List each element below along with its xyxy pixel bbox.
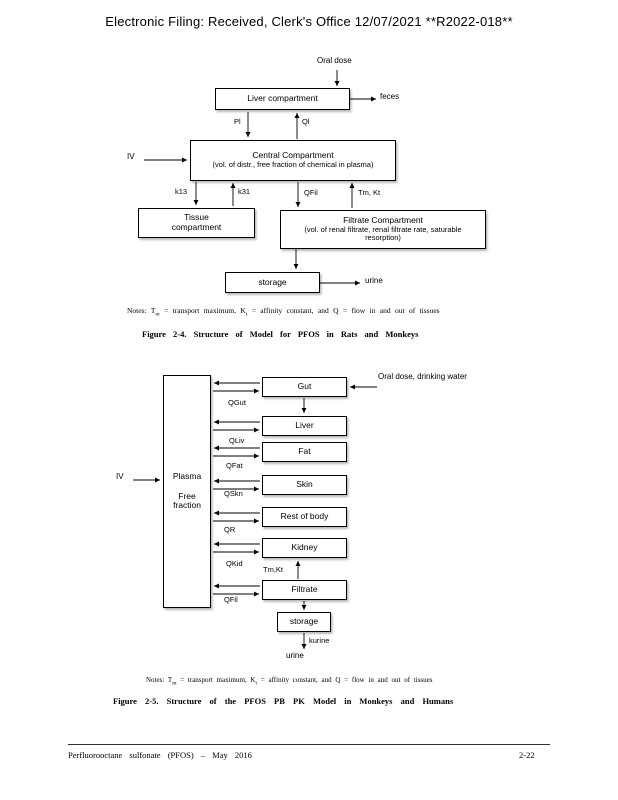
qr-label: QR <box>224 525 236 534</box>
urine-label-2: urine <box>286 651 304 660</box>
liver-compartment-box: Liver compartment <box>215 88 350 110</box>
skin-box: Skin <box>262 475 347 495</box>
footer-document-title: Perfluorooctane sulfonate (PFOS) – May 2… <box>68 750 252 760</box>
rest-of-body-box: Rest of body <box>262 507 347 527</box>
tissue-compartment-box: Tissue compartment <box>138 208 255 238</box>
qkid-label: QKid <box>226 559 243 568</box>
filing-header: Electronic Filing: Received, Clerk's Off… <box>105 14 513 29</box>
filtrate-compartment-box: Filtrate Compartment (vol. of renal filt… <box>280 210 486 249</box>
k31-label: k31 <box>238 187 251 196</box>
tmkt-label-1: Tm, Kt <box>358 188 381 197</box>
gut-box: Gut <box>262 377 347 397</box>
oral-dose-label: Oral dose <box>317 56 352 65</box>
urine-label-1: urine <box>365 276 383 285</box>
filtrate-compartment-title: Filtrate Compartment <box>343 214 423 225</box>
iv-label-1: IV <box>127 152 135 161</box>
storage-box-2: storage <box>277 612 331 632</box>
qfil-label-2: QFil <box>224 595 238 604</box>
qfat-label: QFat <box>226 461 243 470</box>
figure-2-5-caption: Figure 2-5. Structure of the PFOS PB PK … <box>113 696 454 706</box>
footer-rule <box>68 744 550 745</box>
kurine-label: kurine <box>309 636 330 645</box>
liver-box-2: Liver <box>262 416 347 436</box>
plasma-box: Plasma Free fraction <box>163 375 211 608</box>
qskn-label: QSkn <box>224 489 243 498</box>
storage-box-1: storage <box>225 272 320 293</box>
feces-label: feces <box>380 92 400 101</box>
filtrate-box-2: Filtrate <box>262 580 347 600</box>
qgut-label: QGut <box>228 398 246 407</box>
ql-label: Ql <box>302 117 310 126</box>
tmkt-label-2: Tm,Kt <box>263 565 283 574</box>
fat-box: Fat <box>262 442 347 462</box>
iv-label-2: IV <box>116 472 124 481</box>
central-compartment-subtitle: (vol. of distr., free fraction of chemic… <box>212 160 374 170</box>
figure-2-4-caption: Figure 2-4. Structure of Model for PFOS … <box>142 329 419 339</box>
qliv-label: QLiv <box>229 436 245 445</box>
central-compartment-title: Central Compartment <box>252 150 334 161</box>
figure-2-4-notes: Notes: Tm = transport maximum, Kt = affi… <box>127 306 440 318</box>
oral-dose-drinking-water-label: Oral dose, drinking water <box>378 372 467 381</box>
k13-label: k13 <box>175 187 188 196</box>
qfil-label-1: QFil <box>304 188 318 197</box>
filtrate-compartment-subtitle: (vol. of renal filtrate, renal filtrate … <box>304 224 462 243</box>
pl-label: Pl <box>234 117 241 126</box>
figure-2-5-notes: Notes: Tm = transport maximum, Kt = affi… <box>146 676 433 687</box>
footer-page-number: 2-22 <box>519 750 535 760</box>
central-compartment-box: Central Compartment (vol. of distr., fre… <box>190 140 396 181</box>
kidney-box: Kidney <box>262 538 347 558</box>
